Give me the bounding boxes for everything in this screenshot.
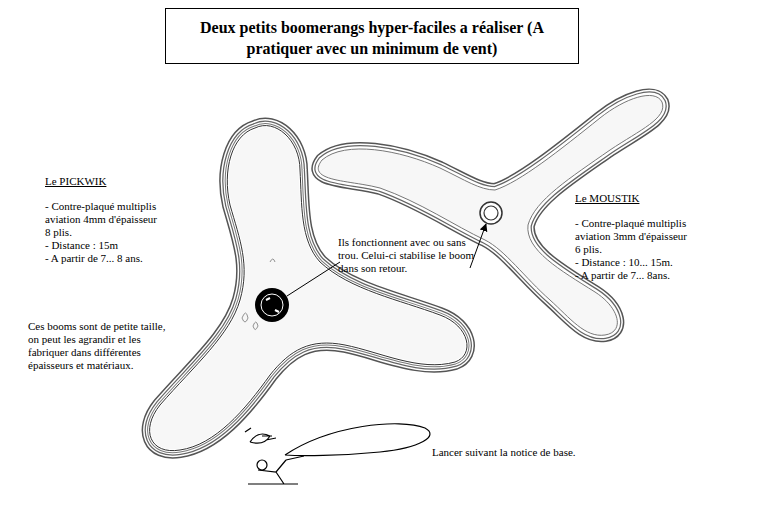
title: Deux petits boomerangs hyper-faciles a r…: [166, 17, 578, 59]
spec-line: 6 plis.: [575, 243, 715, 256]
note: Ils fonctionnent avec ou sans trou. Celu…: [338, 236, 478, 275]
spec-line: - A partir de 7... 8ans.: [575, 269, 715, 282]
moustik-boomerang: [318, 95, 663, 335]
part-name: Le MOUSTIK: [575, 192, 695, 205]
leader-lines: [287, 224, 486, 296]
spec-line: - A partir de 7... 8 ans.: [45, 252, 180, 265]
throw-sketch: [245, 424, 430, 484]
spec-line: - Contre-plaqué multiplis aviation 4mm d…: [45, 200, 180, 226]
spec-line: - Distance : 15m: [45, 239, 180, 252]
part-name: Le PICKWIK: [45, 175, 165, 188]
title-frame: Deux petits boomerangs hyper-faciles a r…: [165, 8, 579, 64]
note: Ces booms sont de petite taille, on peut…: [28, 320, 168, 372]
spec-line: - Contre-plaqué multiplis aviation 3mm d…: [575, 217, 715, 243]
note: Lancer suivant la notice de base.: [432, 446, 652, 459]
spec-line: - Distance : 10... 15m.: [575, 256, 715, 269]
spec-line: 8 plis.: [45, 226, 180, 239]
